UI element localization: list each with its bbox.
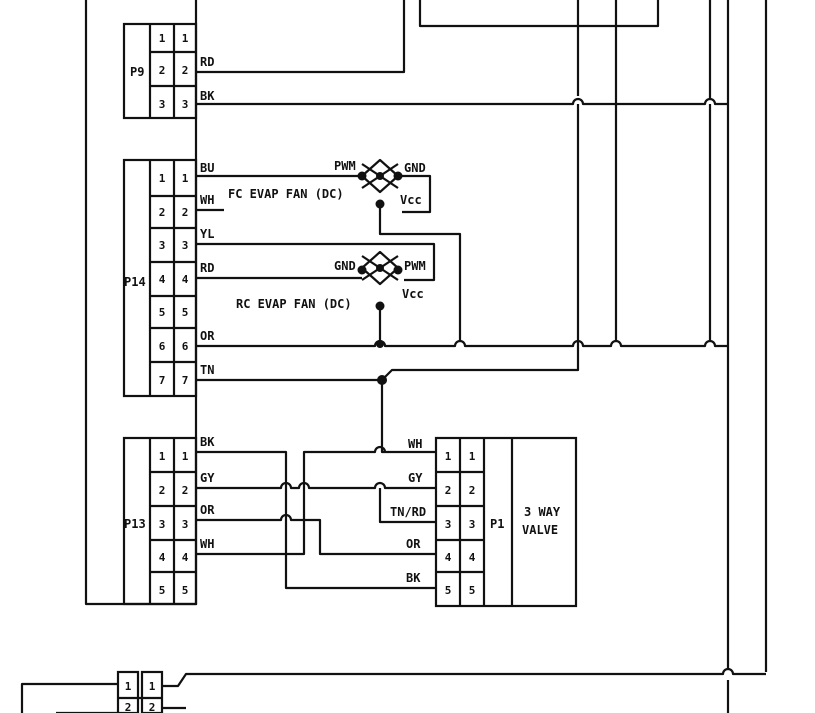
p14-wire-yl: YL bbox=[200, 227, 214, 241]
p1-pin-4b: 4 bbox=[469, 551, 476, 564]
p1-pin-1b: 1 bbox=[469, 450, 476, 463]
p1-wire-tnrd: TN/RD bbox=[390, 505, 426, 519]
p1-pin-3b: 3 bbox=[469, 518, 476, 531]
p14-pin-3b: 3 bbox=[182, 239, 189, 252]
p14-pin-6b: 6 bbox=[182, 340, 189, 353]
p9-pin-3b: 3 bbox=[182, 98, 189, 111]
p13-pin-2a: 2 bbox=[159, 484, 166, 497]
p13-pin-3b: 3 bbox=[182, 518, 189, 531]
p9-pin-2a: 2 bbox=[159, 64, 166, 77]
p14-pin-6a: 6 bbox=[159, 340, 166, 353]
p14-label: P14 bbox=[124, 275, 146, 289]
rc-evap-fan: GND PWM Vcc RC EVAP FAN (DC) bbox=[236, 250, 426, 346]
p9-wire-rd: RD bbox=[200, 55, 214, 69]
bottom-pin-1b: 1 bbox=[149, 680, 156, 693]
p1-pin-4a: 4 bbox=[445, 551, 452, 564]
fc-fan-pwm: PWM bbox=[334, 159, 356, 173]
p13-label: P13 bbox=[124, 517, 146, 531]
p14-pin-4b: 4 bbox=[182, 273, 189, 286]
p1-pin-2b: 2 bbox=[469, 484, 476, 497]
p9-pin-3a: 3 bbox=[159, 98, 166, 111]
connector-bottom: 1 1 2 2 bbox=[20, 667, 766, 713]
valve-label-line2: VALVE bbox=[522, 523, 558, 537]
top-wire-bundle bbox=[196, 0, 768, 672]
p14-pin-2a: 2 bbox=[159, 206, 166, 219]
bottom-pin-2a: 2 bbox=[125, 701, 132, 713]
p1-pin-2a: 2 bbox=[445, 484, 452, 497]
p1-wire-or: OR bbox=[406, 537, 421, 551]
rc-fan-pwm: PWM bbox=[404, 259, 426, 273]
bottom-pin-1a: 1 bbox=[125, 680, 132, 693]
p1-label: P1 bbox=[490, 517, 504, 531]
fc-evap-fan: PWM GND Vcc FC EVAP FAN (DC) bbox=[228, 158, 462, 340]
p14-pin-4a: 4 bbox=[159, 273, 166, 286]
junction-dot bbox=[376, 340, 384, 348]
fc-fan-vcc: Vcc bbox=[400, 193, 422, 207]
fc-fan-label: FC EVAP FAN (DC) bbox=[228, 187, 344, 201]
p13-pin-3a: 3 bbox=[159, 518, 166, 531]
p13-pin-1b: 1 bbox=[182, 450, 189, 463]
p14-pin-5b: 5 bbox=[182, 306, 189, 319]
connector-p1: 1 1 2 2 3 3 4 4 5 5 P1 3 WAY VALVE WH GY… bbox=[390, 436, 578, 608]
connector-p9: P9 1 1 2 2 3 3 RD BK bbox=[122, 22, 728, 120]
p14-pin-5a: 5 bbox=[159, 306, 166, 319]
p13-pin-5b: 5 bbox=[182, 584, 189, 597]
p1-wire-gy: GY bbox=[408, 471, 423, 485]
p14-pin-1a: 1 bbox=[159, 172, 166, 185]
p9-wire-bk: BK bbox=[200, 89, 215, 103]
p14-pin-3a: 3 bbox=[159, 239, 166, 252]
p9-pin-2b: 2 bbox=[182, 64, 189, 77]
p13-pin-1a: 1 bbox=[159, 450, 166, 463]
fc-fan-gnd: GND bbox=[404, 161, 426, 175]
p1-pin-3a: 3 bbox=[445, 518, 452, 531]
p1-pin-5b: 5 bbox=[469, 584, 476, 597]
p14-wire-rd: RD bbox=[200, 261, 214, 275]
p14-pin-1b: 1 bbox=[182, 172, 189, 185]
p9-label: P9 bbox=[130, 65, 144, 79]
p9-pin-1b: 1 bbox=[182, 32, 189, 45]
p14-pin-7a: 7 bbox=[159, 374, 166, 387]
rc-fan-gnd: GND bbox=[334, 259, 356, 273]
rc-fan-vcc: Vcc bbox=[402, 287, 424, 301]
connector-p14: P14 1 1 2 2 3 3 4 4 5 5 6 6 7 7 BU WH YL… bbox=[122, 158, 728, 398]
rc-fan-label: RC EVAP FAN (DC) bbox=[236, 297, 352, 311]
p13-wire-gy: GY bbox=[200, 471, 215, 485]
p1-pin-1a: 1 bbox=[445, 450, 452, 463]
p13-pin-4a: 4 bbox=[159, 551, 166, 564]
p13-wire-bk: BK bbox=[200, 435, 215, 449]
p14-pin-2b: 2 bbox=[182, 206, 189, 219]
p9-pin-1a: 1 bbox=[159, 32, 166, 45]
connector-p13: P13 1 1 2 2 3 3 4 4 5 5 BK GY OR WH bbox=[122, 435, 436, 606]
p13-pin-4b: 4 bbox=[182, 551, 189, 564]
p13-wire-or: OR bbox=[200, 503, 215, 517]
bottom-pin-2b: 2 bbox=[149, 701, 156, 713]
p14-wire-wh: WH bbox=[200, 193, 214, 207]
p14-pin-7b: 7 bbox=[182, 374, 189, 387]
p13-wire-wh: WH bbox=[200, 537, 214, 551]
p13-pin-5a: 5 bbox=[159, 584, 166, 597]
p13-pin-2b: 2 bbox=[182, 484, 189, 497]
control-board-outline bbox=[84, 0, 198, 606]
p14-wire-tn: TN bbox=[200, 363, 214, 377]
p14-wire-or: OR bbox=[200, 329, 215, 343]
p14-wire-bu: BU bbox=[200, 161, 214, 175]
p1-wire-bk: BK bbox=[406, 571, 421, 585]
valve-label-line1: 3 WAY bbox=[524, 505, 561, 519]
p1-wire-wh: WH bbox=[408, 437, 422, 451]
p1-pin-5a: 5 bbox=[445, 584, 452, 597]
